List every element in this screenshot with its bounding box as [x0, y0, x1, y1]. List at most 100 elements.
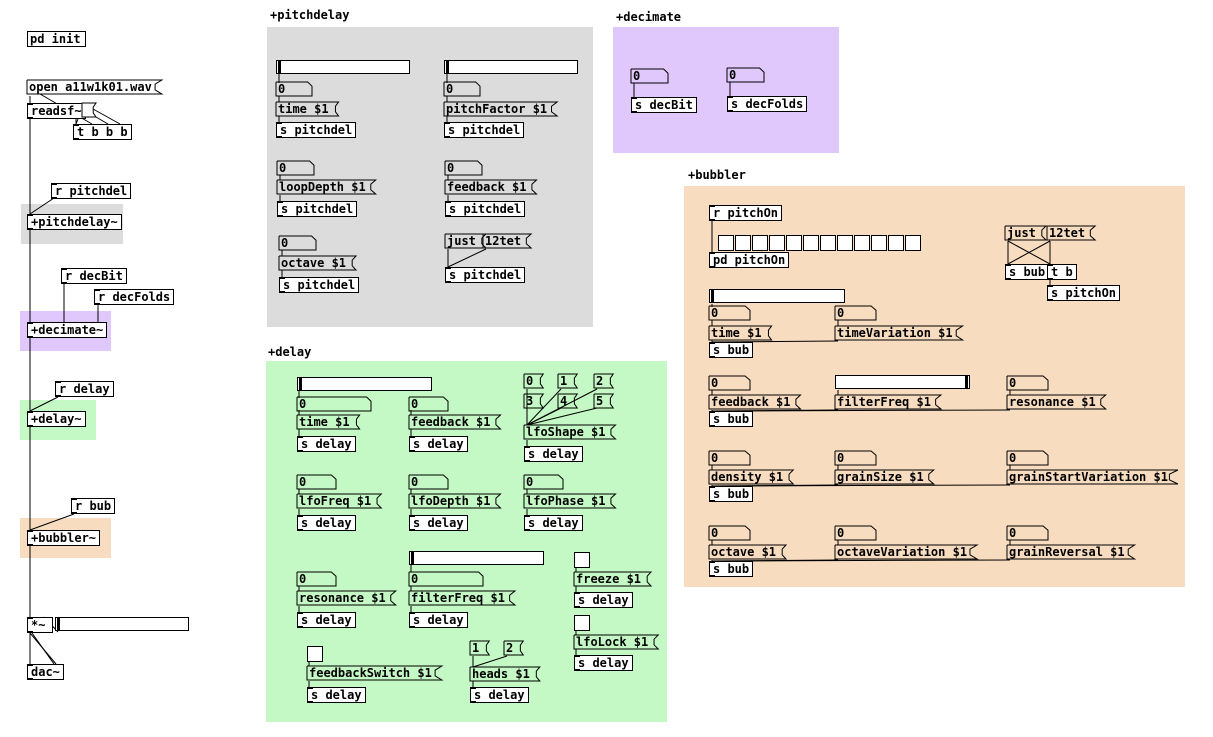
bubbler-12tet-message[interactable]: 12tet — [1047, 226, 1095, 240]
heads-2-message[interactable]: 2 — [504, 641, 523, 655]
pitch-toggle-cell[interactable] — [752, 235, 768, 251]
send-delay-object[interactable]: s delay — [574, 592, 633, 608]
send-decbit-object[interactable]: s decBit — [631, 97, 697, 113]
delay-filterfreq-number[interactable]: 0 — [409, 572, 483, 586]
send-bub-object[interactable]: s bub — [709, 486, 754, 502]
send-pitchdel-object[interactable]: s pitchdel — [277, 201, 358, 217]
pd-pitchon-subpatch[interactable]: pd pitchOn — [709, 252, 790, 268]
timevariation-message[interactable]: timeVariation $1 — [835, 326, 963, 340]
lfoshape-2-message[interactable]: 2 — [594, 374, 613, 388]
octavevariation-number[interactable]: 0 — [835, 526, 876, 540]
pitchdelay-feedback-number[interactable]: 0 — [445, 161, 482, 175]
send-delay-object[interactable]: s delay — [470, 687, 529, 703]
send-delay-object[interactable]: s delay — [297, 612, 356, 628]
bubbler-filterfreq-slider[interactable] — [835, 375, 970, 389]
bang-message[interactable] — [82, 103, 96, 117]
pitchfactor-number[interactable]: 0 — [444, 82, 480, 96]
send-delay-object[interactable]: s delay — [524, 515, 583, 531]
grainstartvariation-message[interactable]: grainStartVariation $1 — [1007, 470, 1178, 484]
heads-message[interactable]: heads $1 — [470, 667, 540, 681]
lfofreq-number[interactable]: 0 — [297, 475, 336, 489]
decimate-abstraction[interactable]: +decimate~ — [27, 322, 108, 338]
bubbler-time-slider[interactable] — [709, 289, 845, 303]
pitch-toggle-cell[interactable] — [786, 235, 802, 251]
pitch-toggle-cell[interactable] — [820, 235, 836, 251]
r-decfolds-object[interactable]: r decFolds — [94, 289, 175, 305]
send-pitchdel-object[interactable]: s pitchdel — [279, 277, 360, 293]
lfoshape-message[interactable]: lfoShape $1 — [524, 425, 615, 439]
loopdepth-number[interactable]: 0 — [277, 161, 314, 175]
pitch-toggle-cell[interactable] — [905, 235, 921, 251]
send-pitchon-object[interactable]: s pitchOn — [1047, 285, 1121, 301]
r-pitchdel-object[interactable]: r pitchdel — [51, 183, 132, 199]
send-delay-object[interactable]: s delay — [297, 436, 356, 452]
freeze-toggle[interactable] — [574, 552, 590, 568]
delay-time-number[interactable]: 0 — [297, 397, 371, 411]
grainsize-number[interactable]: 0 — [835, 451, 876, 465]
multiply-signal-object[interactable]: *~ — [27, 617, 53, 633]
loopdepth-message[interactable]: loopDepth $1 — [277, 180, 376, 194]
pitchfactor-slider[interactable] — [444, 60, 578, 74]
trigger-bang-object[interactable]: t b — [1047, 264, 1077, 280]
feedbackswitch-message[interactable]: feedbackSwitch $1 — [307, 666, 442, 680]
send-delay-object[interactable]: s delay — [574, 655, 633, 671]
send-bub-object[interactable]: s bub — [709, 561, 754, 577]
pitchdelay-time-number[interactable]: 0 — [276, 82, 312, 96]
pitch-toggle-cell[interactable] — [769, 235, 785, 251]
send-pitchdel-object[interactable]: s pitchdel — [444, 122, 525, 138]
pitchdelay-octave-number[interactable]: 0 — [279, 236, 316, 250]
just-message[interactable]: just — [445, 234, 486, 248]
send-delay-object[interactable]: s delay — [297, 515, 356, 531]
lfoshape-5-message[interactable]: 5 — [594, 394, 613, 408]
send-bub-object[interactable]: s bub — [1005, 264, 1050, 280]
r-bub-object[interactable]: r bub — [71, 498, 116, 514]
lfophase-number[interactable]: 0 — [524, 475, 563, 489]
lfofreq-message[interactable]: lfoFreq $1 — [297, 494, 381, 508]
trigger-object[interactable]: t b b b — [73, 124, 132, 140]
send-delay-object[interactable]: s delay — [524, 446, 583, 462]
freeze-message[interactable]: freeze $1 — [574, 572, 651, 586]
delay-feedback-message[interactable]: feedback $1 — [409, 415, 500, 429]
send-decfolds-object[interactable]: s decFolds — [727, 96, 808, 112]
lfophase-message[interactable]: lfoPhase $1 — [524, 494, 615, 508]
pitchdelay-abstraction[interactable]: +pitchdelay~ — [27, 214, 122, 230]
density-message[interactable]: density $1 — [709, 470, 793, 484]
pitch-toggle-cell[interactable] — [718, 235, 734, 251]
volume-slider[interactable] — [55, 617, 189, 631]
bubbler-time-number[interactable]: 0 — [709, 306, 750, 320]
delay-resonance-message[interactable]: resonance $1 — [297, 591, 396, 605]
octavevariation-message[interactable]: octaveVariation $1 — [835, 545, 977, 559]
pitch-toggle-cell[interactable] — [803, 235, 819, 251]
timevariation-number[interactable]: 0 — [835, 306, 876, 320]
lfolock-message[interactable]: lfoLock $1 — [574, 635, 658, 649]
send-delay-object[interactable]: s delay — [409, 436, 468, 452]
density-number[interactable]: 0 — [709, 451, 750, 465]
delay-time-message[interactable]: time $1 — [297, 415, 360, 429]
pd-init-message[interactable]: pd init — [27, 31, 86, 47]
bubbler-filterfreq-message[interactable]: filterFreq $1 — [835, 395, 941, 409]
pitch-toggle-cell[interactable] — [735, 235, 751, 251]
send-pitchdel-object[interactable]: s pitchdel — [445, 267, 526, 283]
send-delay-object[interactable]: s delay — [409, 612, 468, 628]
pitchdelay-time-slider[interactable] — [276, 60, 410, 74]
bubbler-octave-number[interactable]: 0 — [709, 526, 750, 540]
heads-1-message[interactable]: 1 — [470, 641, 489, 655]
grainreversal-message[interactable]: grainReversal $1 — [1007, 545, 1135, 559]
bubbler-octave-message[interactable]: octave $1 — [709, 545, 786, 559]
pitchfactor-message[interactable]: pitchFactor $1 — [444, 102, 557, 116]
lfoshape-0-message[interactable]: 0 — [524, 374, 543, 388]
lfoshape-4-message[interactable]: 4 — [558, 394, 577, 408]
lfodepth-number[interactable]: 0 — [409, 475, 448, 489]
bubbler-resonance-number[interactable]: 0 — [1007, 376, 1048, 390]
bubbler-just-message[interactable]: just — [1005, 226, 1046, 240]
lfoshape-1-message[interactable]: 1 — [558, 374, 577, 388]
lfolock-toggle[interactable] — [574, 615, 590, 631]
delay-feedback-number[interactable]: 0 — [409, 397, 448, 411]
pitch-toggle-cell[interactable] — [888, 235, 904, 251]
pitchdelay-time-message[interactable]: time $1 — [276, 102, 339, 116]
delay-filterfreq-slider[interactable] — [409, 551, 544, 565]
send-bub-object[interactable]: s bub — [709, 411, 754, 427]
feedbackswitch-toggle[interactable] — [307, 646, 323, 662]
decfolds-number[interactable]: 0 — [727, 68, 764, 82]
